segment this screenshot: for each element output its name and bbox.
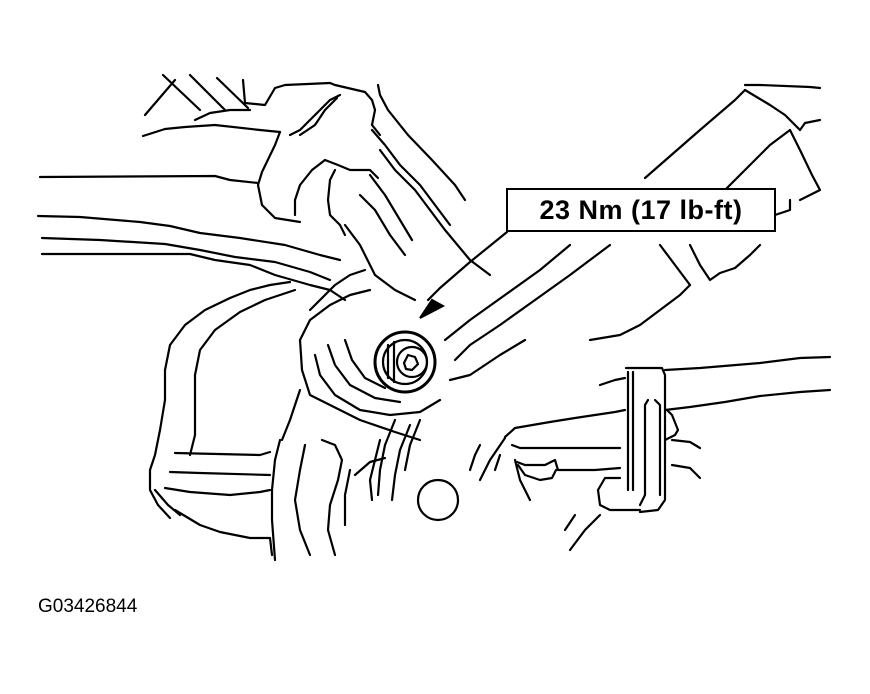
upper-bracket [256,81,467,237]
bolt [373,330,437,394]
leader-arrow [419,230,509,319]
control-arm [298,148,492,442]
lower-uprights [293,418,577,557]
left-hub [148,280,302,562]
frame-rails [36,174,347,302]
torque-callout: 23 Nm (17 lb-ft) [506,188,776,232]
stabilizer-link [478,355,832,552]
torque-spec-label: 23 Nm (17 lb-ft) [539,194,743,225]
upper-right-tube [443,83,822,382]
upper-left-fins [141,73,332,138]
figure-id: G03426844 [38,596,138,617]
